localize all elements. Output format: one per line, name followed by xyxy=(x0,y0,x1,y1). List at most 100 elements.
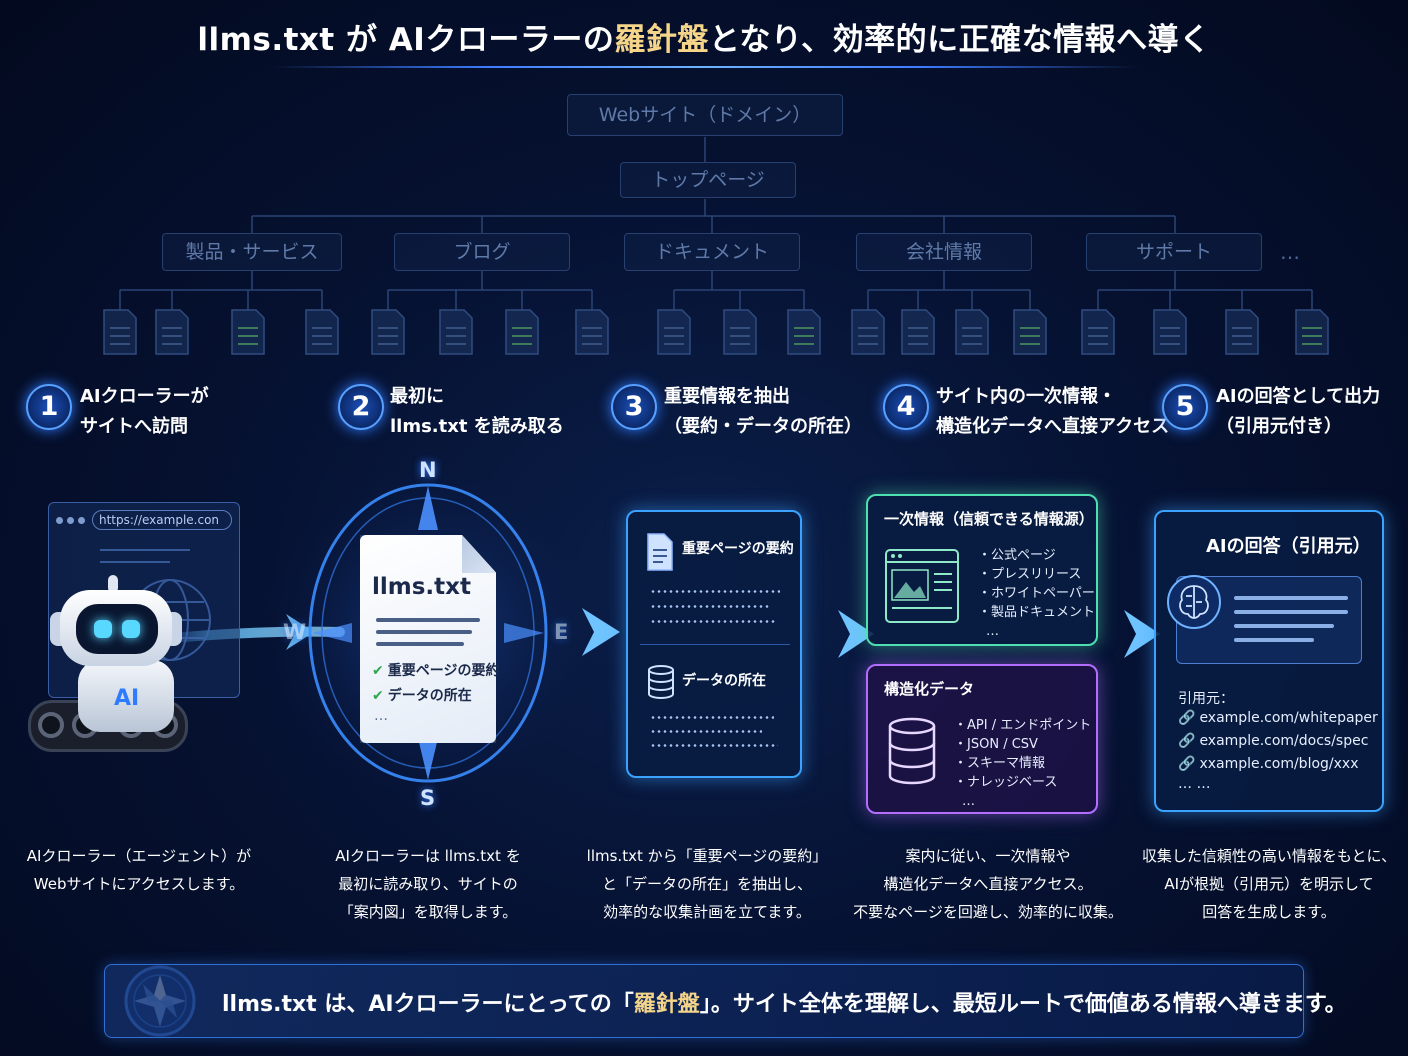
list-item: ・JSON / CSV xyxy=(954,737,1038,752)
compass-w: W xyxy=(283,620,307,644)
tree-category-0: 製品・サービス xyxy=(162,233,342,271)
robot-eye xyxy=(122,620,140,638)
cite-label: 引用元： xyxy=(1178,691,1234,707)
page-leaf-icon xyxy=(155,309,189,355)
text-line xyxy=(1234,610,1348,614)
browser-dot xyxy=(67,517,74,524)
doc-check-2: ✔データの所在 xyxy=(372,688,472,704)
text-line xyxy=(1234,638,1314,642)
citation-link-3[interactable]: 🔗xxample.com/blog/xxx xyxy=(1178,756,1359,772)
compass-e: E xyxy=(554,620,569,644)
page-leaf-icon xyxy=(955,309,989,355)
text-placeholder xyxy=(650,744,778,747)
citation-link-1[interactable]: 🔗example.com/whitepaper xyxy=(1178,710,1378,726)
doc-title: llms.txt xyxy=(372,574,471,600)
step-3-label: 重要情報を抽出（要約・データの所在） xyxy=(664,386,862,437)
step-4-description: 案内に従い、一次情報や構造化データへ直接アクセス。不要なページを回避し、効率的に… xyxy=(853,847,1123,921)
page-title: llms.txt が AIクローラーの羅針盤となり、効率的に正確な情報へ導く xyxy=(0,14,1408,59)
list-item: ・API / エンドポイント xyxy=(954,718,1092,733)
step-1-label: AIクローラーがサイトへ訪問 xyxy=(80,386,209,437)
doc-line xyxy=(376,618,480,622)
page-leaf-icon xyxy=(787,309,821,355)
page-leaf-icon xyxy=(575,309,609,355)
page-leaf-icon xyxy=(1225,309,1259,355)
doc-more: … xyxy=(374,708,390,724)
step-5-number: 5 xyxy=(1162,384,1208,430)
text-placeholder xyxy=(650,605,770,608)
citation-link-2[interactable]: 🔗example.com/docs/spec xyxy=(1178,733,1369,749)
summary-banner xyxy=(104,964,1304,1038)
check-icon: ✔ xyxy=(372,663,384,679)
link-icon: 🔗 xyxy=(1178,733,1196,749)
extract-section-1-title: 重要ページの要約 xyxy=(682,541,794,557)
list-item: ・公式ページ xyxy=(978,548,1056,563)
primary-info-title: 一次情報（信頼できる情報源） xyxy=(884,510,1094,528)
title-underline xyxy=(270,66,1138,68)
robot-body xyxy=(78,660,174,732)
panel-divider xyxy=(640,644,790,645)
robot-eye xyxy=(94,620,112,638)
tree-category-label: 会社情報 xyxy=(905,241,982,263)
tree-top-box: トップページ xyxy=(620,162,796,198)
text-placeholder xyxy=(650,730,762,733)
browser-url-bar: https://example.con xyxy=(92,510,232,530)
doc-line xyxy=(376,630,472,634)
compass-needle-e xyxy=(504,623,544,643)
page-leaf-icon xyxy=(657,309,691,355)
link-icon: 🔗 xyxy=(1178,756,1196,772)
banner-text: llms.txt は、AIクローラーにとっての「羅針盤」。サイト全体を理解し、最… xyxy=(222,992,1347,1017)
doc-check-1: ✔重要ページの要約 xyxy=(372,663,500,679)
document-icon xyxy=(647,533,673,571)
ai-brain-icon xyxy=(1167,575,1221,629)
primary-info-list: ・公式ページ ・プレスリリース ・ホワイトペーパー ・製品ドキュメント … xyxy=(978,546,1095,641)
tree-category-label: ブログ xyxy=(453,241,511,263)
browser-dot xyxy=(78,517,85,524)
step-2-description: AIクローラーは llms.txt を最初に読み取り、サイトの「案内図」を取得し… xyxy=(335,847,521,921)
structured-data-title: 構造化データ xyxy=(884,680,975,698)
tree-top-label: トップページ xyxy=(651,169,765,191)
page-leaf-icon xyxy=(439,309,473,355)
page-leaf-icon xyxy=(103,309,137,355)
compass-icon xyxy=(126,967,194,1035)
text-placeholder xyxy=(650,590,780,593)
compass-ring-outer xyxy=(308,483,548,783)
title-suffix: となり、効率的に正確な情報へ導く xyxy=(708,22,1211,58)
page-leaf-icon xyxy=(901,309,935,355)
database-icon xyxy=(648,665,674,699)
list-item: … xyxy=(962,794,975,809)
text-placeholder xyxy=(650,620,776,623)
step-2-number: 2 xyxy=(338,384,384,430)
link-icon: 🔗 xyxy=(1178,710,1196,726)
list-item: … xyxy=(986,624,999,639)
compass-n: N xyxy=(419,458,437,482)
tree-more: … xyxy=(1280,240,1300,264)
compass-s: S xyxy=(420,786,436,810)
robot-antenna xyxy=(108,575,118,593)
page-leaf-icon xyxy=(231,309,265,355)
step-4-number: 4 xyxy=(883,384,929,430)
page-leaf-icon xyxy=(1081,309,1115,355)
text-placeholder xyxy=(650,716,774,719)
text-line xyxy=(1234,624,1334,628)
structured-data-list: ・API / エンドポイント ・JSON / CSV ・スキーマ情報 ・ナレッジ… xyxy=(954,716,1091,811)
title-prefix: llms.txt が AIクローラーの xyxy=(197,22,615,58)
page-leaf-icon xyxy=(1153,309,1187,355)
answer-title: AIの回答（引用元） xyxy=(1206,536,1371,557)
step-4-label: サイト内の一次情報・構造化データへ直接アクセス xyxy=(936,386,1170,437)
step-3-description: llms.txt から「重要ページの要約」と「データの所在」を抽出し、効率的な収… xyxy=(586,847,828,921)
tree-category-1: ブログ xyxy=(394,233,570,271)
tree-category-4: サポート xyxy=(1086,233,1262,271)
step-5-description: 収集した信頼性の高い情報をもとに、AIが根拠（引用元）を明示して回答を生成します… xyxy=(1141,847,1397,921)
robot-ai-label: AI xyxy=(114,686,140,711)
structured-data-panel xyxy=(866,664,1098,814)
list-item: ・製品ドキュメント xyxy=(978,605,1096,620)
list-item: ・ホワイトペーパー xyxy=(978,586,1095,601)
tree-category-label: ドキュメント xyxy=(654,241,769,263)
text-line xyxy=(1234,596,1348,600)
arrow-3 xyxy=(838,610,874,658)
webpage-image-icon xyxy=(885,549,959,623)
page-leaf-icon xyxy=(1013,309,1047,355)
page-leaf-icon xyxy=(851,309,885,355)
title-accent: 羅針盤 xyxy=(614,22,709,58)
tree-category-label: サポート xyxy=(1135,241,1212,263)
